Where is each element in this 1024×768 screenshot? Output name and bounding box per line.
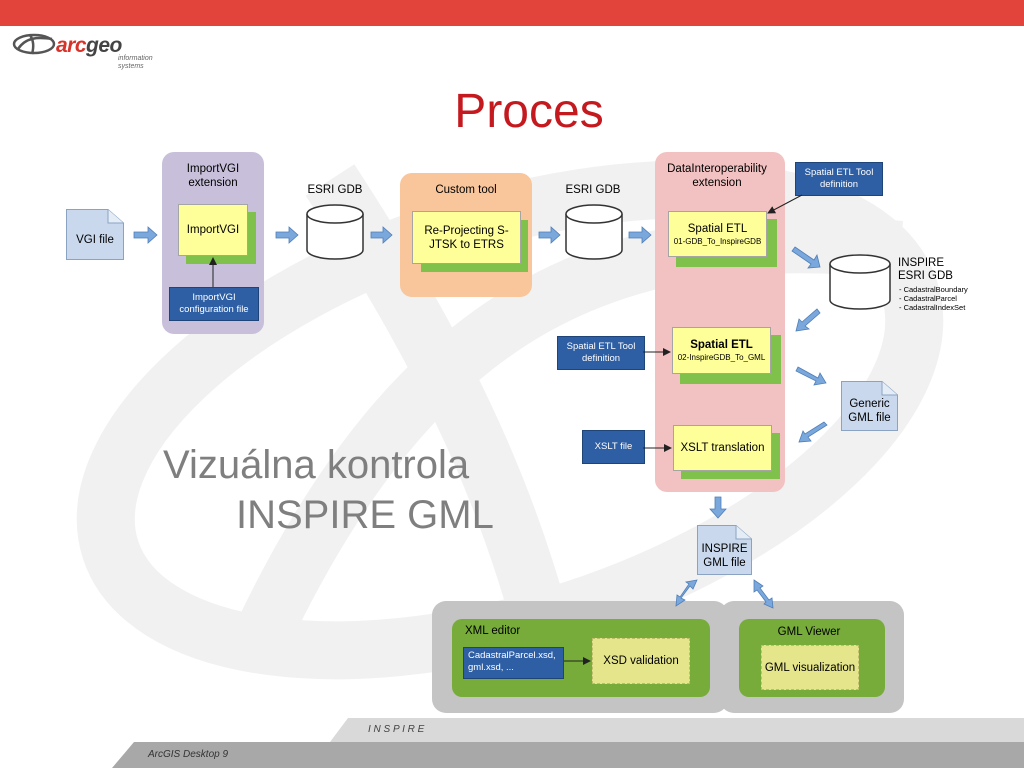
footer-arcgis-text: ArcGIS Desktop 9 — [148, 749, 229, 760]
vgi-file-label: VGI file — [76, 234, 114, 246]
xslt-file-label: XSLT file — [594, 441, 633, 452]
esri-gdb-2-label: ESRI GDB — [565, 184, 621, 196]
reprojecting-tool-box[interactable]: Re-Projecting S-JTSK to ETRS — [412, 211, 521, 264]
brand-logo-text: arcgeo — [56, 34, 122, 58]
arrow-gdb1-to-reproject — [370, 226, 393, 244]
top-accent-bar — [0, 0, 1024, 26]
xsd-validation-box[interactable]: XSD validation — [592, 638, 690, 684]
inspire-gdb-database-icon — [829, 254, 891, 310]
datainterop-panel-label: DataInteroperability extension — [667, 163, 767, 189]
arcgeo-logo-icon — [12, 33, 56, 55]
inspire-gdb-item: - CadastralIndexSet — [899, 303, 966, 312]
inspire-gdb-title-1: INSPIRE — [898, 257, 945, 269]
esri-gdb-1-label: ESRI GDB — [307, 184, 363, 196]
spatial-etl-1-title: Spatial ETL — [687, 223, 748, 235]
subtitle-line-1: Vizuálna kontrola — [163, 443, 470, 487]
inspire-gdb-items: - CadastralBoundary - CadastralParcel - … — [899, 285, 968, 312]
custom-tool-panel-label: Custom tool — [435, 184, 497, 196]
inspire-gdb-title: INSPIRE ESRI GDB — [898, 257, 953, 283]
esri-gdb-1-database-icon — [306, 204, 364, 260]
inspire-gdb-item: - CadastralParcel — [899, 294, 957, 303]
importvgi-tool-label: ImportVGI — [186, 224, 240, 236]
reprojecting-tool-label: Re-Projecting S-JTSK to ETRS — [424, 224, 509, 251]
xslt-file-note: XSLT file — [582, 430, 645, 464]
spatial-etl-2-box[interactable]: Spatial ETL 02-InspireGDB_To_GML — [672, 327, 771, 374]
arrow-import-to-gdb1 — [275, 226, 299, 244]
etl-definition-top: Spatial ETL Tool definition — [795, 162, 883, 196]
etl-definition-left: Spatial ETL Tool definition — [557, 336, 645, 370]
arrow-reproject-to-gdb2 — [538, 226, 561, 244]
brand-tagline-1: information — [118, 55, 153, 62]
arrow-generic-gml-to-xslt — [798, 421, 828, 443]
xml-editor-label: XML editor — [465, 625, 521, 637]
arrow-inspire-gdb-to-etl2 — [795, 308, 821, 332]
xsd-schemas-label: CadastralParcel.xsd, gml.xsd, ... — [468, 650, 556, 673]
generic-gml-doc-icon — [841, 381, 898, 431]
spatial-etl-1-box[interactable]: Spatial ETL 01-GDB_To_InspireGDB — [668, 211, 767, 257]
gml-visualization-label: GML visualization — [764, 661, 856, 674]
spatial-etl-2-subtitle: 02-InspireGDB_To_GML — [677, 353, 766, 362]
inspire-gdb-item: - CadastralBoundary — [899, 285, 968, 294]
arrow-gml-to-gml-viewer — [753, 579, 774, 609]
xslt-translation-box[interactable]: XSLT translation — [673, 425, 772, 471]
importvgi-tool-box[interactable]: ImportVGI — [178, 204, 248, 256]
xsd-validation-label: XSD validation — [603, 655, 679, 667]
spatial-etl-2-title: Spatial ETL — [690, 339, 753, 351]
footer-band-arcgis — [112, 742, 1024, 768]
brand-tagline-2: systems — [118, 63, 144, 70]
connector-etldef-to-etl1 — [767, 194, 803, 214]
slide-title: Proces — [454, 85, 604, 138]
arrow-etl2-to-generic-gml — [795, 366, 827, 386]
importvgi-config-label: ImportVGI configuration file — [179, 292, 249, 315]
gml-visualization-box[interactable]: GML visualization — [761, 645, 859, 690]
subtitle-line-2: INSPIRE GML — [236, 493, 494, 537]
importvgi-config-file: ImportVGI configuration file — [169, 287, 259, 321]
gml-viewer-label: GML Viewer — [777, 626, 841, 638]
arrow-etl1-to-inspire-gdb — [791, 246, 821, 269]
etl-definition-top-label: Spatial ETL Tool definition — [804, 167, 874, 190]
slide-subtitle: Vizuálna kontrola INSPIRE GML — [163, 440, 513, 540]
footer-band-inspire — [330, 718, 1024, 742]
xsd-schemas-note: CadastralParcel.xsd, gml.xsd, ... — [463, 647, 564, 679]
xslt-translation-label: XSLT translation — [680, 442, 765, 454]
footer-inspire-text: I N S P I R E — [368, 724, 425, 735]
vgi-file-doc-icon — [66, 209, 124, 260]
brand-geo: geo — [86, 34, 122, 57]
spatial-etl-1-subtitle: 01-GDB_To_InspireGDB — [673, 237, 762, 246]
arrow-xslt-to-inspire-gml — [709, 496, 727, 519]
arrow-vgi-to-import — [133, 226, 158, 244]
inspire-gdb-title-2: ESRI GDB — [898, 270, 953, 282]
etl-definition-left-label: Spatial ETL Tool definition — [566, 341, 636, 364]
inspire-gml-doc-icon — [697, 525, 752, 575]
inspire-gml-label: INSPIRE GML file — [701, 543, 748, 569]
generic-gml-label: Generic GML file — [848, 398, 891, 424]
arrow-gml-to-xml-editor — [675, 579, 698, 607]
importvgi-panel-label: ImportVGI extension — [186, 163, 240, 189]
esri-gdb-2-database-icon — [565, 204, 623, 260]
arrow-gdb2-to-etl1 — [628, 226, 652, 244]
brand-arc: arc — [56, 34, 87, 57]
